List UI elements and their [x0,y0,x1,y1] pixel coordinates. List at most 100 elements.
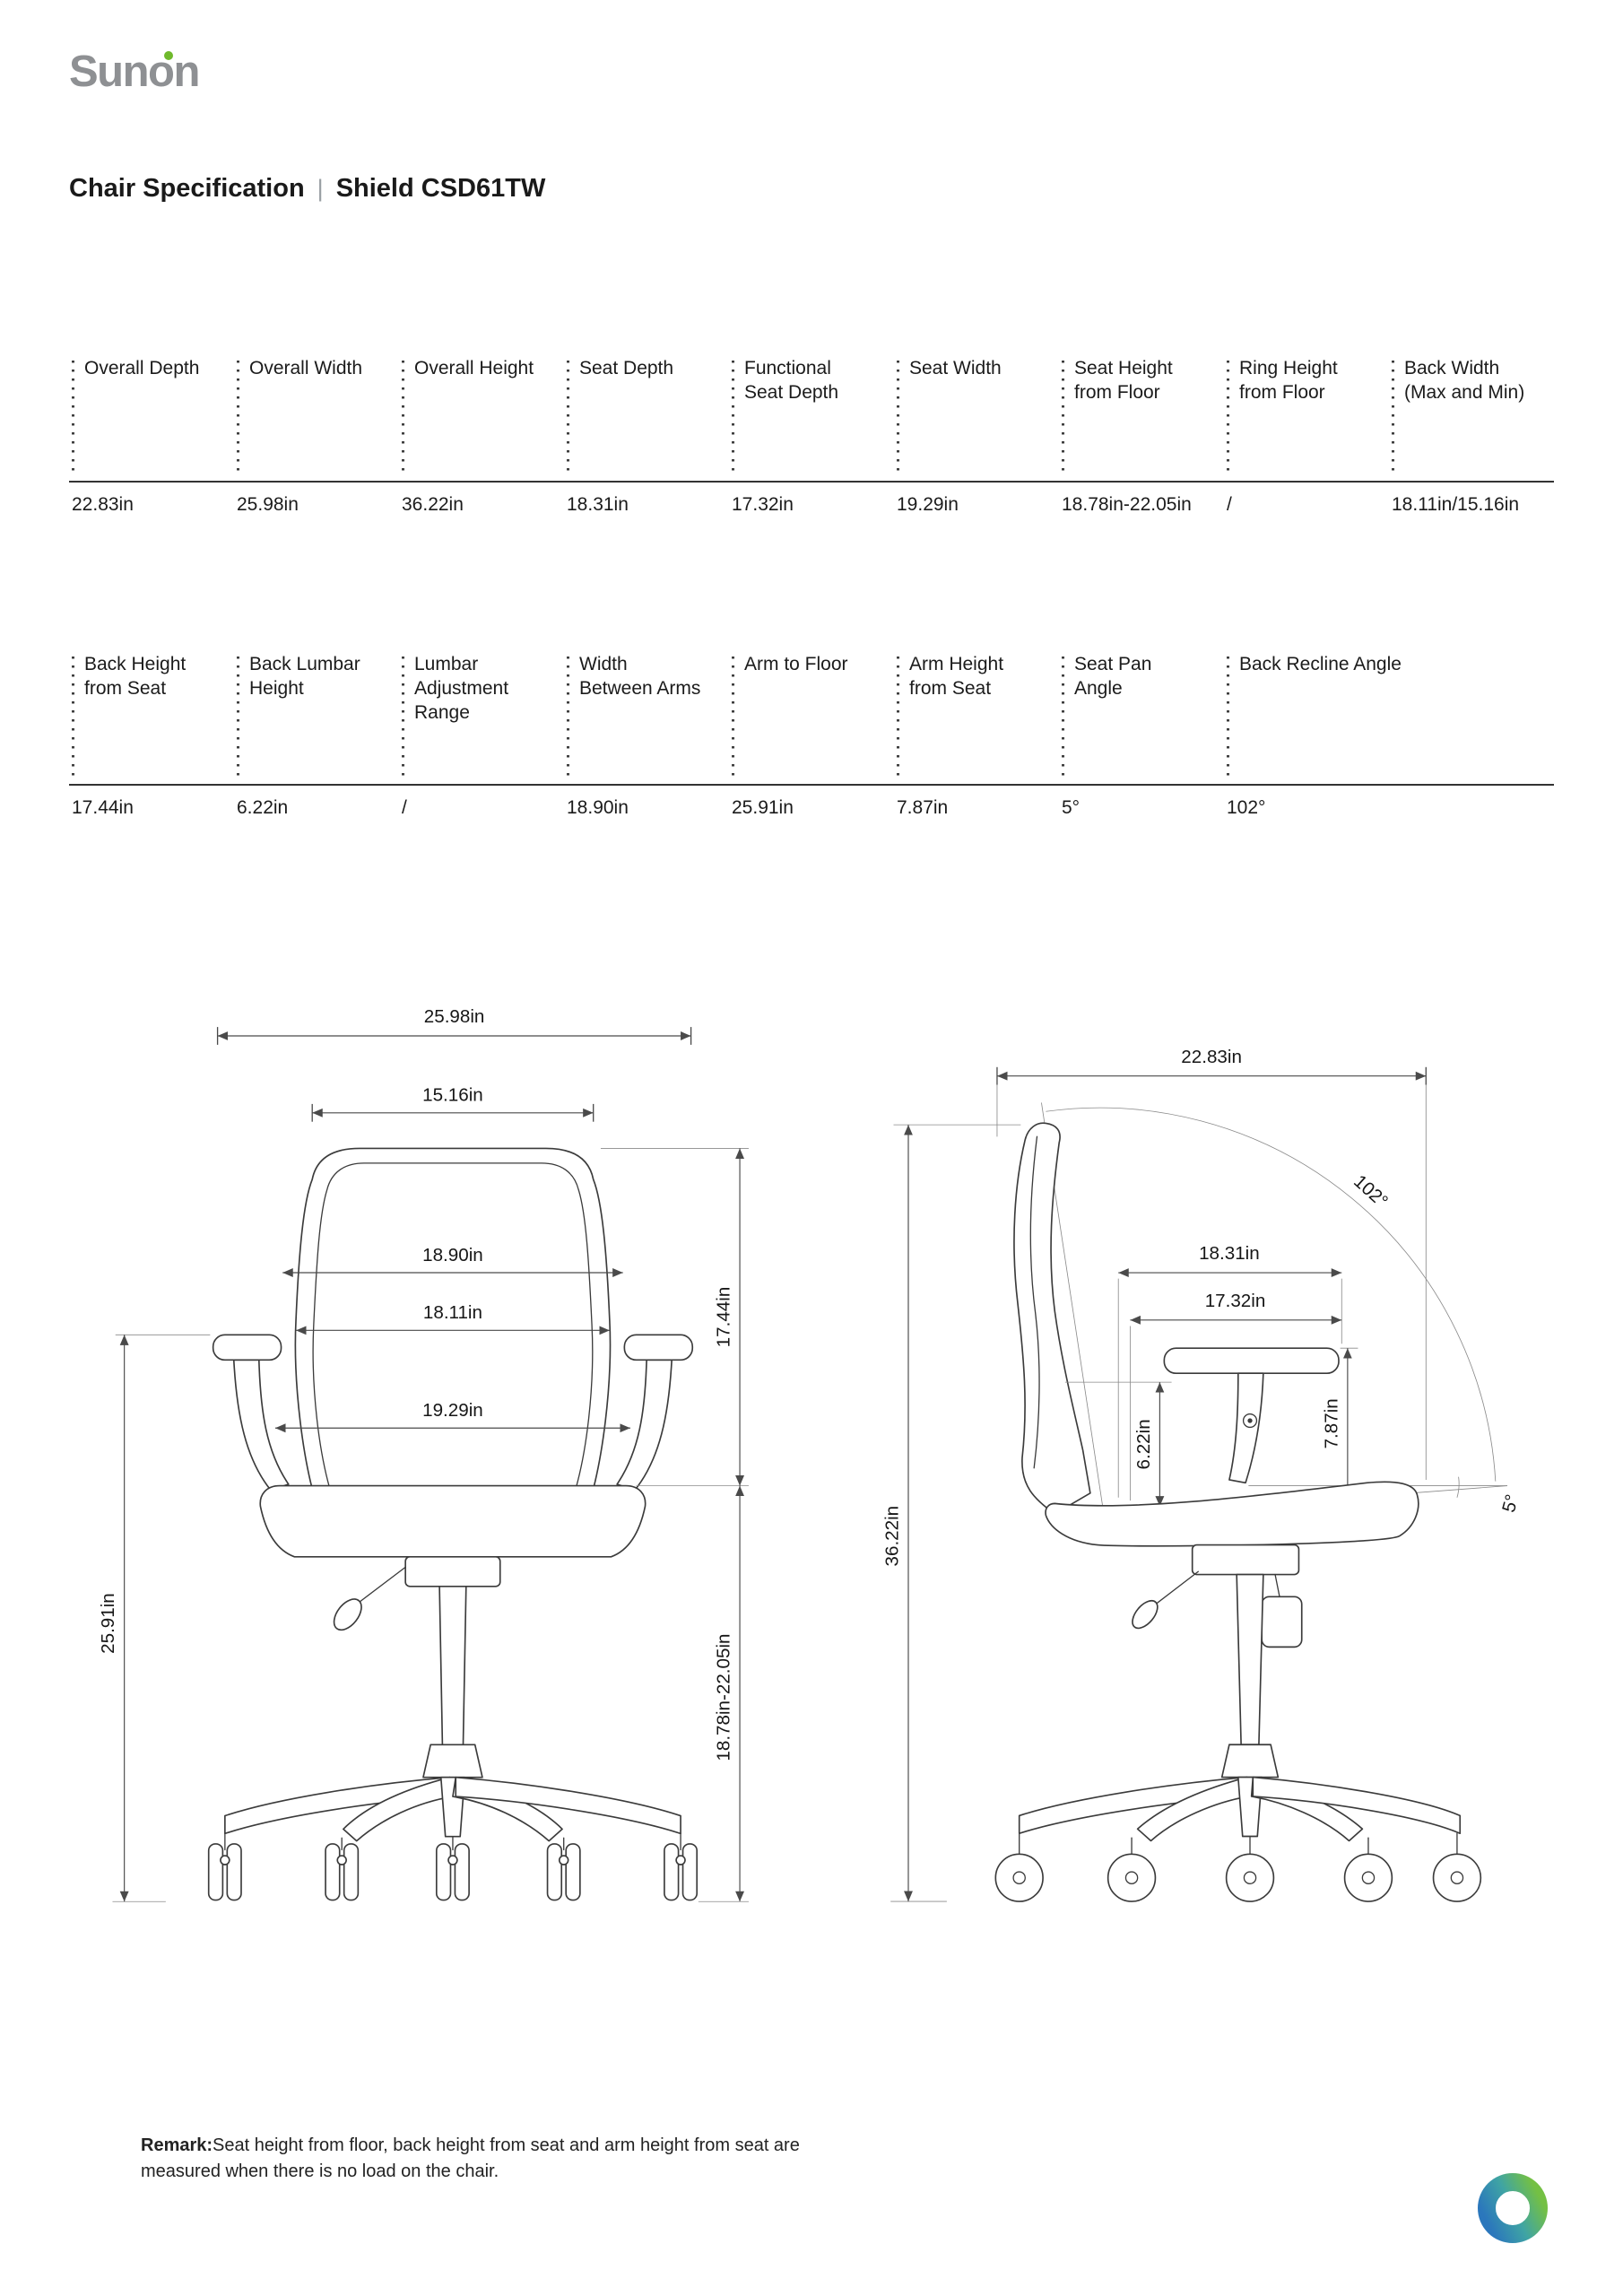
brand-ring-mark-icon [1478,2173,1548,2243]
spec-value-back-lumbar-height: 6.22in [237,797,289,818]
spec-table-row-2: Back Height from Seat Back Lumbar Height… [69,653,1554,819]
dim-back-lumbar-height-label: 6.22in [1133,1419,1154,1469]
front-dim-seat-height-from-floor: 18.78in-22.05in [698,1485,749,1902]
front-view-diagram: 25.98in 15.16in 18.90in 18.11in [100,1006,749,1902]
side-chair-mechanism [1132,1544,1303,1779]
dim-width-between-arms-label: 18.90in [422,1245,483,1265]
spec-label-arm-height-from-seat: Arm Height from Seat [894,653,1059,784]
caster [546,1837,581,1901]
side-dim-overall-height: 36.22in [881,1124,1021,1902]
spec-label-back-lumbar-height: Back Lumbar Height [234,653,399,784]
spec-label-functional-seat-depth: Functional Seat Depth [729,357,894,481]
dim-seat-height-from-floor-label: 18.78in-22.05in [714,1634,734,1761]
spec-value-back-recline-angle: 102° [1227,797,1266,818]
logo-text-pre: Sun [69,48,150,96]
side-dim-functional-seat-depth: 17.32in [1129,1291,1342,1501]
dim-back-width-max-label: 18.11in [423,1302,482,1323]
spec-value-seat-depth: 18.31in [567,494,629,515]
spec-value-arm-to-floor: 25.91in [732,797,794,818]
front-chair-seat [259,1484,647,1558]
front-dim-width-between-arms: 18.90in [282,1245,623,1277]
spec-values-row-1: 22.83in 25.98in 36.22in 18.31in 17.32in … [69,483,1554,516]
caster [664,1832,699,1901]
caster [1432,1832,1482,1902]
front-dim-overall-width: 25.98in [216,1006,692,1045]
remark-label: Remark: [141,2135,213,2155]
logo-text-o: o [148,48,175,96]
spec-value-functional-seat-depth: 17.32in [732,494,794,515]
caster [207,1832,242,1901]
spec-values-row-2: 17.44in 6.22in / 18.90in 25.91in 7.87in … [69,786,1554,819]
side-angle-construction: 102° 5° [1041,1102,1523,1516]
remark-text: Seat height from floor, back height from… [141,2135,800,2181]
spec-table-row-1: Overall Depth Overall Width Overall Heig… [69,357,1554,516]
spec-value-seat-pan-angle: 5° [1062,797,1081,818]
spec-label-overall-width: Overall Width [234,357,399,481]
title-separator: | [317,175,324,202]
side-dim-overall-depth: 22.83in [996,1047,1427,1480]
page-title: Chair Specification | Shield CSD61TW [69,174,545,204]
spec-label-seat-pan-angle: Seat Pan Angle [1059,653,1224,784]
spec-value-overall-height: 36.22in [402,494,464,515]
front-dim-seat-width: 19.29in [274,1400,630,1433]
caster [994,1832,1044,1902]
dim-functional-seat-depth-label: 17.32in [1205,1291,1266,1311]
caster [1225,1835,1275,1902]
spec-value-seat-width: 19.29in [897,494,959,515]
side-chair-backrest [1013,1122,1091,1515]
side-view-diagram: 22.83in 36.22in 102° 5° 18. [881,1047,1523,1902]
side-dim-back-lumbar-height: 6.22in [1064,1381,1172,1507]
side-chair-base [994,1776,1482,1902]
dim-overall-width-label: 25.98in [424,1006,485,1027]
side-dim-arm-height-from-seat: 7.87in [1321,1347,1358,1499]
side-chair-seat [1045,1481,1419,1547]
spec-value-overall-depth: 22.83in [72,494,134,515]
dim-recline-angle-label: 102° [1350,1171,1392,1213]
spec-label-seat-width: Seat Width [894,357,1059,481]
spec-labels-row-1: Overall Depth Overall Width Overall Heig… [69,357,1554,481]
spec-labels-row-2: Back Height from Seat Back Lumbar Height… [69,653,1554,784]
caster [325,1837,360,1901]
side-dim-seat-depth: 18.31in [1117,1243,1342,1498]
dim-seat-width-label: 19.29in [422,1400,483,1421]
front-dim-back-width-min: 15.16in [311,1085,595,1122]
spec-value-ring-height-from-floor: / [1227,494,1232,515]
spec-label-back-height-from-seat: Back Height from Seat [69,653,234,784]
spec-label-width-between-arms: Width Between Arms [564,653,729,784]
caster [435,1835,470,1901]
logo-accent-dot-icon [163,51,173,60]
spec-label-ring-height-from-floor: Ring Height from Floor [1224,357,1389,481]
title-text: Chair Specification [69,174,305,203]
model-name: Shield CSD61TW [335,174,546,203]
front-chair-backrest [294,1147,612,1519]
dim-seat-depth-label: 18.31in [1199,1243,1260,1264]
divider-rule-1 [69,481,1554,483]
spec-value-width-between-arms: 18.90in [567,797,629,818]
logo-text-post: n [173,48,200,96]
divider-rule-2 [69,784,1554,786]
dim-back-height-from-seat-label: 17.44in [714,1287,734,1348]
spec-label-overall-depth: Overall Depth [69,357,234,481]
front-chair-armrests [212,1334,694,1492]
spec-label-seat-height-from-floor: Seat Height from Floor [1059,357,1224,481]
spec-value-overall-width: 25.98in [237,494,299,515]
spec-label-arm-to-floor: Arm to Floor [729,653,894,784]
dim-seat-pan-angle-label: 5° [1498,1492,1523,1515]
spec-label-lumbar-adjustment-range: Lumbar Adjustment Range [399,653,564,784]
front-dim-back-width-max: 18.11in [296,1302,610,1335]
spec-value-back-width: 18.11in/15.16in [1392,494,1520,515]
dim-back-width-min-label: 15.16in [422,1085,483,1106]
remark-note: Remark:Seat height from floor, back heig… [141,2133,840,2185]
front-chair-base [207,1776,699,1901]
front-chair-mechanism [333,1555,501,1779]
front-dim-back-height-from-seat: 17.44in [600,1147,749,1487]
dim-arm-height-from-seat-label: 7.87in [1321,1398,1341,1448]
spec-label-seat-depth: Seat Depth [564,357,729,481]
spec-value-seat-height-from-floor: 18.78in-22.05in [1062,494,1192,515]
front-dim-arm-to-floor: 25.91in [100,1334,211,1902]
side-chair-armrest [1163,1347,1340,1484]
spec-label-back-recline-angle: Back Recline Angle [1224,653,1475,784]
spec-label-overall-height: Overall Height [399,357,564,481]
